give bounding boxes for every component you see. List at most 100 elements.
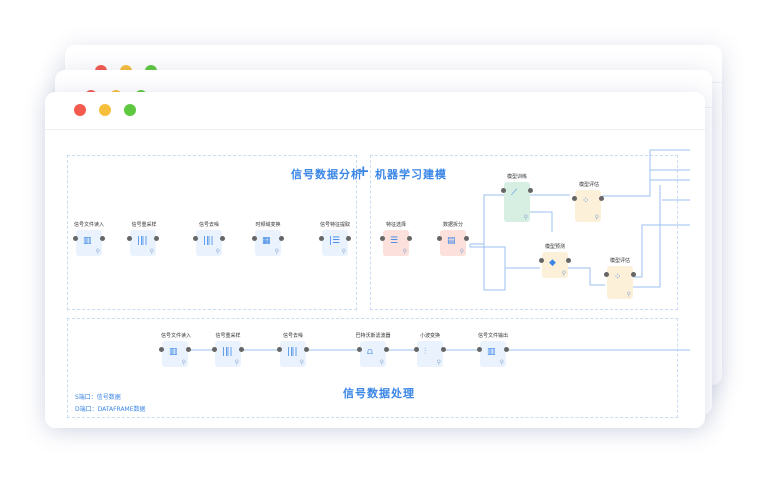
file-chart-icon: ▥ [487,347,496,357]
plus-icon: + [357,162,371,180]
analysis-node-file-read[interactable]: ▥⚲ [73,230,105,256]
output-port[interactable] [100,236,105,241]
predict-icon: ◆ [549,258,556,268]
proc-node-file-output[interactable]: ▥⚲ [477,341,509,367]
magnifier-icon[interactable]: ⚲ [402,248,407,255]
input-port[interactable] [212,347,217,352]
output-port[interactable] [186,347,191,352]
output-port[interactable] [464,236,469,241]
title-bar [45,92,705,130]
proc-node-denoise[interactable]: |‖|⚲ [277,341,309,367]
analysis-node-resample[interactable]: |‖|⚲ [127,230,159,256]
minimize-button[interactable] [99,104,111,116]
magnifier-icon[interactable]: ⚲ [459,248,464,255]
magnifier-icon[interactable]: ⚲ [274,248,279,255]
input-port[interactable] [414,347,419,352]
ml-node-predict[interactable]: ◆⚲ [539,252,571,278]
analysis-node-feature[interactable]: |☰⚲ [319,230,351,256]
node-label: 模型训练 [506,174,528,180]
magnifier-icon[interactable]: ⚲ [95,248,100,255]
magnifier-icon[interactable]: ⚲ [499,359,504,366]
node-label: 巴特沃斯滤波器 [355,333,391,339]
node-label: 时频域变换 [255,222,281,228]
close-button[interactable] [74,104,86,116]
output-port[interactable] [504,347,509,352]
magnifier-icon[interactable]: ⚲ [626,291,631,298]
proc-node-resample[interactable]: |‖|⚲ [212,341,244,367]
input-port[interactable] [539,258,544,263]
output-port[interactable] [346,236,351,241]
legend-s-port: S端口：信号数据 [75,394,121,401]
magnifier-icon[interactable]: ⚲ [594,214,599,221]
ml-node-split[interactable]: ▤⚲ [437,230,469,256]
node-label: 数据拆分 [442,222,464,228]
output-port[interactable] [239,347,244,352]
input-port[interactable] [604,272,609,277]
input-port[interactable] [572,196,577,201]
magnifier-icon[interactable]: ⚲ [341,248,346,255]
node-label: 信号去噪 [198,222,220,228]
train-icon: ⟋ [511,188,518,198]
ml-title: 机器学习建模 [375,168,447,181]
output-port[interactable] [279,236,284,241]
analysis-node-transform[interactable]: ▦⚲ [252,230,284,256]
analysis-node-denoise[interactable]: |‖|⚲ [193,230,225,256]
output-port[interactable] [528,188,533,193]
node-label: 信号重采样 [215,333,241,339]
input-port[interactable] [193,236,198,241]
proc-node-file-read[interactable]: ▥⚲ [159,341,191,367]
ml-node-evaluate-2[interactable]: ⁘⚲ [604,266,636,299]
magnifier-icon[interactable]: ⚲ [523,214,528,221]
wavelet-icon: ⫶ [424,347,427,357]
proc-node-wavelet[interactable]: ⫶⚲ [414,341,446,367]
output-port[interactable] [566,258,571,263]
output-port[interactable] [154,236,159,241]
file-chart-icon: ▥ [169,347,178,357]
output-port[interactable] [441,347,446,352]
magnifier-icon[interactable]: ⚲ [299,359,304,366]
ml-node-feature-select[interactable]: ☰⚲ [380,230,412,256]
input-port[interactable] [501,188,506,193]
output-port[interactable] [599,196,604,201]
input-port[interactable] [357,347,362,352]
scatter-icon: ⁘ [614,272,622,282]
ml-node-evaluate[interactable]: ⁘⚲ [572,190,604,222]
ml-node-train[interactable]: ⟋⚲ [501,182,533,222]
magnifier-icon[interactable]: ⚲ [181,359,186,366]
node-label: 小波变换 [419,333,441,339]
analysis-title: 信号数据分析 [291,168,363,181]
input-port[interactable] [477,347,482,352]
maximize-button[interactable] [124,104,136,116]
feature-icon: |☰ [329,236,341,246]
output-port[interactable] [384,347,389,352]
magnifier-icon[interactable]: ⚲ [149,248,154,255]
output-port[interactable] [407,236,412,241]
node-label: 信号文件输出 [477,333,509,339]
input-port[interactable] [277,347,282,352]
input-port[interactable] [73,236,78,241]
node-label: 模型评估 [578,182,600,188]
output-port[interactable] [220,236,225,241]
magnifier-icon[interactable]: ⚲ [436,359,441,366]
output-port[interactable] [631,272,636,277]
magnifier-icon[interactable]: ⚲ [234,359,239,366]
processing-title: 信号数据处理 [343,387,415,400]
node-label: 信号文件读入 [73,222,105,228]
input-port[interactable] [380,236,385,241]
node-label: 信号文件读入 [160,333,192,339]
ml-zone [370,155,678,310]
transform-icon: ▦ [262,236,271,246]
input-port[interactable] [252,236,257,241]
select-icon: ☰ [390,236,399,246]
input-port[interactable] [159,347,164,352]
magnifier-icon[interactable]: ⚲ [215,248,220,255]
input-port[interactable] [319,236,324,241]
input-port[interactable] [127,236,132,241]
input-port[interactable] [437,236,442,241]
waveform-icon: |‖| [137,236,148,246]
output-port[interactable] [304,347,309,352]
proc-node-filter[interactable]: ⩍⚲ [357,341,389,367]
magnifier-icon[interactable]: ⚲ [379,359,384,366]
magnifier-icon[interactable]: ⚲ [561,270,566,277]
node-label: 信号特征提取 [319,222,351,228]
